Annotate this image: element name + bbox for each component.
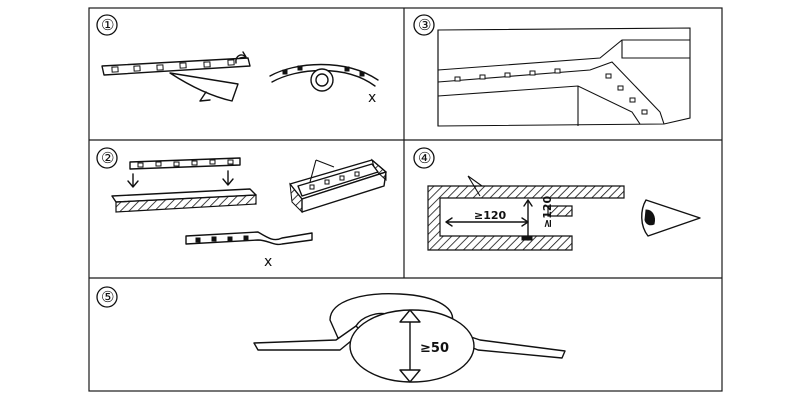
panel-number-3: ③	[413, 14, 435, 36]
panel-2: ②	[96, 147, 387, 270]
svg-text:②: ②	[101, 149, 114, 167]
strip-peel-illustration	[101, 51, 251, 102]
ceiling-corner-illustration	[437, 27, 691, 127]
strip-into-channel-illustration	[111, 157, 257, 213]
panel-4: ④ ≥120 ≥120	[413, 147, 701, 251]
panel-number-5: ⑤	[96, 286, 118, 308]
strip-loop-wrong-illustration: x	[269, 63, 379, 106]
arrow-down-icon	[127, 173, 139, 188]
vertical-gap-label: ≥120	[541, 195, 554, 228]
eye-icon	[641, 199, 701, 237]
panel-number-1: ①	[96, 14, 118, 36]
channel-profile-illustration	[289, 158, 387, 214]
strip-twist-wrong-illustration: x	[185, 231, 313, 270]
bend-arrow-icon	[235, 51, 247, 64]
panel-5: ⑤ ≥50	[96, 286, 566, 383]
svg-text:⑤: ⑤	[101, 288, 114, 306]
horizontal-gap-label: ≥120	[474, 209, 507, 222]
cove-section-illustration: ≥120 ≥120	[427, 175, 625, 251]
panel-number-2: ②	[96, 147, 118, 169]
svg-text:③: ③	[418, 16, 431, 34]
panel-number-4: ④	[413, 147, 435, 169]
wrong-mark: x	[264, 254, 272, 270]
wrong-mark: x	[368, 90, 376, 106]
bend-diameter-label: ≥50	[420, 341, 449, 356]
svg-text:④: ④	[418, 149, 431, 167]
arrow-peel-icon	[199, 91, 211, 102]
svg-text:①: ①	[101, 16, 114, 34]
bend-radius-illustration: ≥50	[253, 293, 566, 383]
panel-1: ① x	[96, 14, 379, 106]
arrow-down-icon	[222, 170, 234, 186]
panel-3: ③	[413, 14, 691, 127]
panel-grid	[88, 7, 723, 392]
